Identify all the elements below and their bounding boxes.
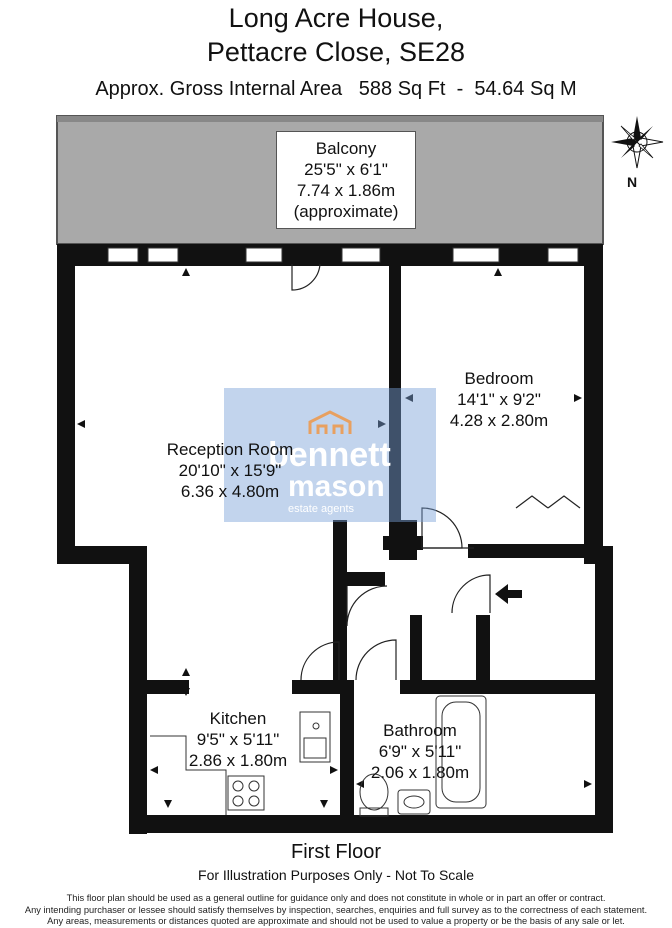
balcony-label: Balcony 25'5" x 6'1" 7.74 x 1.86m (appro… [276, 131, 416, 229]
bathroom-fixtures [359, 695, 487, 817]
bathroom-name: Bathroom [383, 721, 457, 740]
gross-internal-area: Approx. Gross Internal Area 588 Sq Ft - … [95, 78, 577, 100]
balcony-note: (approximate) [293, 202, 399, 221]
disclaimer-line3: Any areas, measurements or distances quo… [47, 916, 625, 926]
house-logo-icon [308, 410, 352, 434]
scale-note: For Illustration Purposes Only - Not To … [198, 867, 474, 883]
kitchen-units [150, 711, 331, 815]
kitchen-metric: 2.86 x 1.80m [188, 751, 288, 770]
disclaimer-line1: This floor plan should be used as a gene… [66, 893, 606, 903]
floor-label: First Floor [291, 841, 381, 863]
reception-room-label: Reception Room 20'10" x 15'9" 6.36 x 4.8… [150, 439, 310, 502]
watermark-line2: mason [288, 470, 385, 503]
bedroom-imperial: 14'1" x 9'2" [457, 390, 541, 409]
entrance-arrow [495, 584, 522, 604]
bedroom-metric: 4.28 x 2.80m [449, 411, 549, 430]
kitchen-name: Kitchen [209, 709, 267, 728]
balcony-imperial: 25'5" x 6'1" [304, 160, 388, 179]
watermark-line1: bennett [268, 436, 391, 474]
disclaimer: This floor plan should be used as a gene… [0, 893, 672, 928]
compass-north-label: N [627, 174, 638, 190]
kitchen-label: Kitchen 9'5" x 5'11" 2.86 x 1.80m [168, 708, 308, 771]
reception-metric: 6.36 x 4.80m [180, 482, 280, 501]
balcony-edge [57, 116, 603, 122]
dimension-arrows [77, 268, 592, 808]
bathtub [435, 695, 487, 809]
basin [397, 789, 431, 815]
doors [291, 263, 581, 681]
bedroom-name: Bedroom [464, 369, 534, 388]
kitchen-imperial: 9'5" x 5'11" [196, 730, 280, 749]
balcony-metric: 7.74 x 1.86m [296, 181, 396, 200]
agency-watermark: bennett mason estate agents [224, 388, 436, 522]
bathroom-label: Bathroom 6'9" x 5'11" 2.06 x 1.80m [350, 720, 490, 783]
bedroom-label: Bedroom 14'1" x 9'2" 4.28 x 2.80m [428, 368, 570, 431]
reception-imperial: 20'10" x 15'9" [178, 461, 282, 480]
windows [107, 247, 579, 263]
watermark-line3: estate agents [288, 503, 355, 515]
walls [57, 244, 613, 834]
bathroom-metric: 2.06 x 1.80m [370, 763, 470, 782]
toilet [359, 773, 389, 811]
property-title-line1: Long Acre House, [228, 3, 444, 33]
kitchen-sink [299, 711, 331, 763]
bathroom-imperial: 6'9" x 5'11" [378, 742, 462, 761]
compass-rose-icon [611, 116, 664, 169]
property-title-line2: Pettacre Close, SE28 [206, 37, 466, 67]
disclaimer-line2: Any intending purchaser or lessee should… [24, 904, 648, 915]
kitchen-hob [227, 775, 265, 811]
reception-name: Reception Room [166, 440, 294, 459]
balcony-name: Balcony [315, 139, 377, 158]
